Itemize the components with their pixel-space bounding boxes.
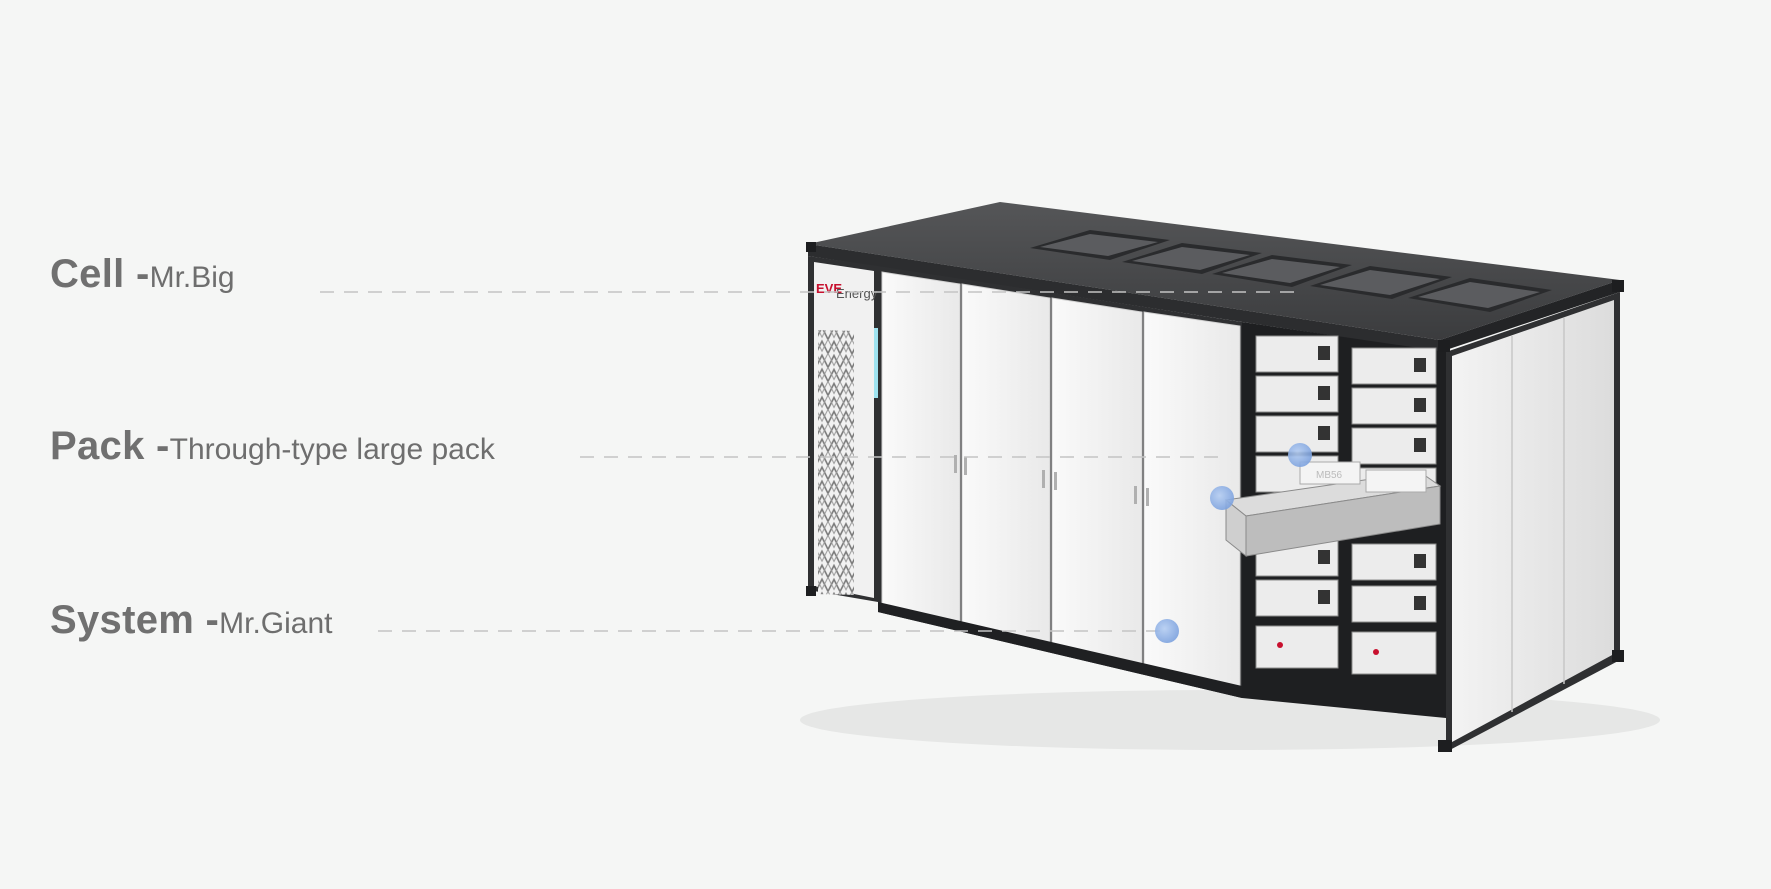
roof-vents: [1030, 230, 1552, 312]
module-connectors: [1277, 346, 1426, 655]
roof-vent: [1030, 230, 1170, 260]
label-pack[interactable]: Pack - Through-type large pack: [50, 424, 495, 469]
roof-vent: [1212, 255, 1352, 287]
label-system-title: System -: [50, 598, 220, 642]
roof-vent: [1408, 278, 1552, 312]
label-system[interactable]: System - Mr.Giant: [50, 598, 333, 643]
label-pack-subtitle: Through-type large pack: [169, 433, 495, 466]
roof-vent: [1310, 266, 1452, 299]
container-end-panel: [808, 256, 878, 602]
label-cell-subtitle: Mr.Big: [149, 261, 235, 294]
battery-rack-bay: MB56: [1224, 322, 1446, 718]
label-system-subtitle: Mr.Giant: [219, 607, 333, 640]
front-doors: [878, 266, 1242, 698]
container-side-panel: [1446, 292, 1620, 752]
roof-vent: [1122, 243, 1262, 274]
pulled-out-pack: MB56: [1224, 461, 1442, 558]
door-panel: [881, 271, 961, 625]
label-cell[interactable]: Cell - Mr.Big: [50, 252, 235, 297]
label-pack-title: Pack -: [50, 424, 170, 468]
hotspot-system-dot-icon[interactable]: [1155, 619, 1179, 643]
hotspot-cell-dot-icon[interactable]: [1288, 443, 1312, 467]
leader-lines: [320, 291, 1300, 632]
door-panel: [961, 283, 1051, 647]
accent-light: [874, 328, 878, 398]
container-corners: [806, 242, 1624, 752]
brand-logo-gray: Energy: [836, 286, 878, 301]
door-panel: [1051, 297, 1143, 669]
hotspots[interactable]: [1155, 443, 1312, 643]
module-label: MB56: [1316, 470, 1343, 481]
door-handles: [954, 455, 1149, 506]
container-roof: [808, 202, 1620, 352]
ventilation-grille: [818, 330, 854, 595]
hotspot-pack-dot-icon[interactable]: [1210, 486, 1234, 510]
label-cell-title: Cell -: [50, 252, 150, 296]
